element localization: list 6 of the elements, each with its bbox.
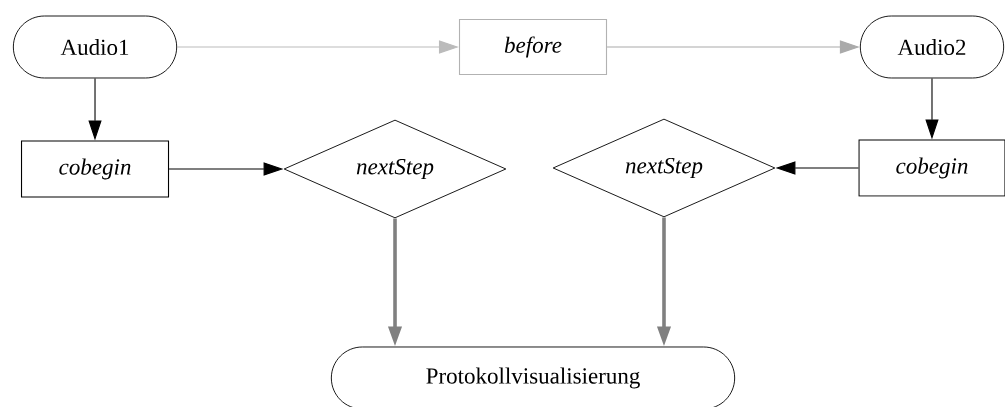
process-box: cobegin: [858, 139, 1005, 197]
terminal-box: Audio2: [859, 15, 1005, 79]
terminal-box: Audio1: [12, 15, 178, 79]
process-box: cobegin: [20, 140, 170, 198]
process-box: before: [458, 18, 608, 76]
terminal-box: Protokollvisualisierung: [330, 346, 736, 407]
